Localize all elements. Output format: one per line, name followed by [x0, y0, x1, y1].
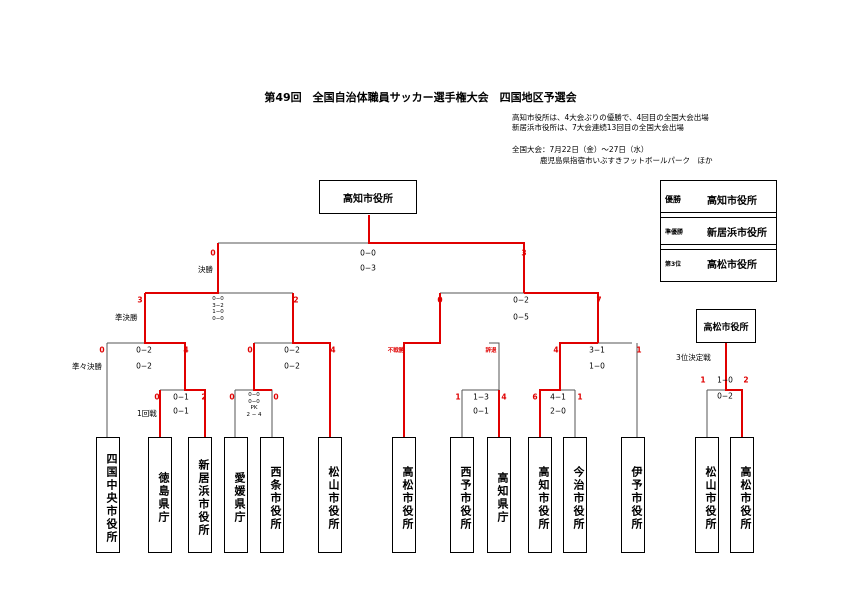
result-row-2: 準優勝 新居浜市役所: [660, 212, 777, 250]
team-box: 高知県庁: [487, 437, 511, 553]
team-box: 新居浜市役所: [188, 437, 212, 553]
score: 0: [99, 345, 105, 355]
half-score: 0−2: [136, 361, 152, 371]
team-box: 高松市役所: [730, 437, 754, 553]
score: 4: [553, 345, 559, 355]
score: 4: [330, 345, 336, 355]
round-label-first: 1回戦: [137, 409, 157, 418]
team-box: 松山市役所: [318, 437, 342, 553]
score: 0: [273, 392, 279, 402]
result-label: 準優勝: [665, 228, 684, 236]
champion-box: 高知市役所: [319, 180, 417, 214]
half-score: 3−1: [589, 345, 605, 355]
score: 0: [229, 392, 235, 402]
half-score: 4−1: [550, 392, 566, 402]
score: 3: [521, 248, 527, 258]
half-score: 1−3: [473, 392, 489, 402]
result-label: 優勝: [665, 194, 681, 204]
half-score: 0−1: [173, 392, 189, 402]
result-team: 高知市役所: [707, 195, 757, 207]
detail-score: 2 − 4: [246, 411, 262, 418]
page-title: 第49回 全国自治体職員サッカー選手権大会 四国地区予選会: [264, 91, 577, 104]
detail-score: 0−0: [248, 398, 260, 405]
team-box: 西予市役所: [450, 437, 474, 553]
team-box: 西条市役所: [260, 437, 284, 553]
half-score: 0−3: [360, 263, 376, 273]
score: 0: [210, 248, 216, 258]
score: 4: [501, 392, 507, 402]
team-box: 高松市役所: [392, 437, 416, 553]
round-label-final: 決勝: [198, 265, 213, 274]
score: 4: [183, 345, 189, 355]
round-label-semi: 準決勝: [115, 313, 138, 322]
half-score: 0−1: [473, 406, 489, 416]
score: 0: [154, 392, 160, 402]
result-row-1: 優勝 高知市役所: [660, 180, 777, 218]
score: 不戦勝: [387, 348, 405, 354]
detail-score: PK: [250, 405, 258, 411]
detail-score: 1−0: [212, 309, 224, 315]
half-score: 0−2: [284, 345, 300, 355]
team-box: 伊予市役所: [621, 437, 645, 553]
half-score: 0−2: [717, 391, 733, 401]
team-box: 徳島県庁: [148, 437, 172, 553]
score: 7: [596, 295, 602, 305]
note-line-2: 新居浜市役所は、7大会連続13回目の全国大会出場: [512, 123, 684, 132]
half-score: 0−2: [136, 345, 152, 355]
team-box: 四国中央市役所: [96, 437, 120, 553]
round-label-quarter: 準々決勝: [72, 362, 102, 371]
half-score: 0−0: [360, 248, 376, 258]
score: 3: [137, 295, 143, 305]
detail-score-list: 0−0 3−2 1−0 0−0: [212, 296, 224, 322]
score: 6: [532, 392, 538, 402]
half-score: 0−2: [284, 361, 300, 371]
third-place-box: 高松市役所: [696, 309, 756, 343]
detail-score: 3−2: [212, 302, 224, 309]
round-label-third: 3位決定戦: [676, 353, 711, 362]
half-score: 1−0: [589, 361, 605, 371]
result-team: 高松市役所: [707, 259, 757, 271]
detail-score: 0−0: [212, 315, 224, 322]
team-box: 愛媛県庁: [224, 437, 248, 553]
note-line-3: 全国大会：7月22日（金）～27日（水）: [512, 145, 649, 154]
result-row-3: 第3位 高松市役所: [660, 244, 777, 282]
score: 2: [293, 295, 299, 305]
score: 1: [636, 345, 642, 355]
score: 2: [201, 392, 207, 402]
score: 辞退: [485, 348, 497, 354]
score: 2: [743, 375, 749, 385]
result-team: 新居浜市役所: [707, 227, 767, 239]
note-line-4: 鹿児島県指宿市いぶすきフットボールパーク ほか: [540, 156, 713, 165]
score: 0: [437, 295, 443, 305]
half-score: 0−2: [513, 295, 529, 305]
team-box: 松山市役所: [695, 437, 719, 553]
half-score: 0−5: [513, 312, 529, 322]
detail-score: 0−0: [248, 392, 260, 398]
result-label: 第3位: [665, 260, 682, 268]
score: 0: [247, 345, 253, 355]
note-line-1: 高知市役所は、4大会ぶりの優勝で、4回目の全国大会出場: [512, 113, 709, 122]
detail-score: 0−0: [212, 296, 224, 302]
score: 1: [577, 392, 583, 402]
team-box: 高知市役所: [528, 437, 552, 553]
half-score: 2−0: [550, 406, 566, 416]
score: 1: [700, 375, 706, 385]
score: 1: [455, 392, 461, 402]
half-score: 1−0: [717, 375, 733, 385]
half-score: 0−1: [173, 406, 189, 416]
detail-score-list: 0−0 0−0 PK 2 − 4: [246, 392, 261, 418]
team-box: 今治市役所: [563, 437, 587, 553]
